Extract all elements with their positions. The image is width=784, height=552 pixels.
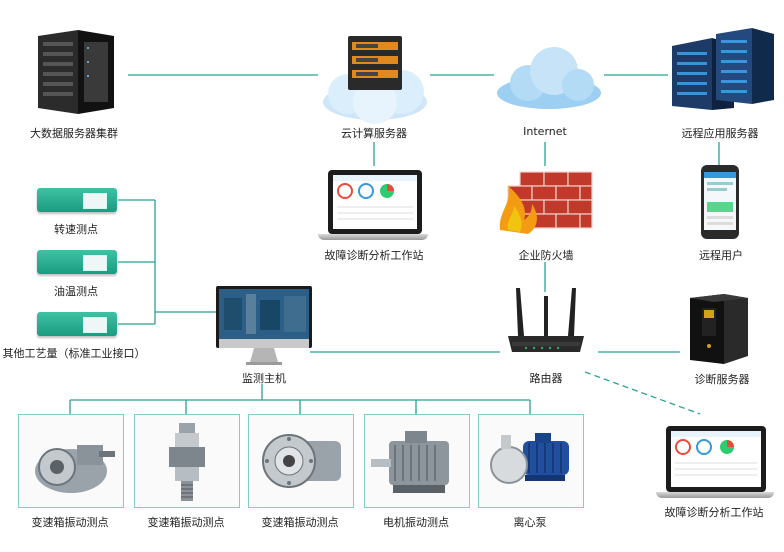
remote-user-label: 远程用户 [699,249,743,262]
pump-photo [478,414,584,508]
bottom-label-4: 电机振动测点 [383,516,449,529]
other-label: 其他工艺量（标准工业接口） [2,347,146,360]
monitor-host-icon [216,286,312,370]
gearbox-photo-1 [18,414,124,508]
bottom-label-1: 变速箱振动测点 [31,516,109,529]
laptop-top-icon [328,170,422,234]
phone-icon [700,164,740,244]
gearbox-photo-3 [248,414,354,508]
router-label: 路由器 [529,372,563,385]
other-sensor-icon [37,312,117,336]
speed-sensor-icon [37,188,117,212]
bigdata-label: 大数据服务器集群 [30,127,118,140]
laptop-bottom-base [656,492,774,498]
cloud-label: 云计算服务器 [341,127,407,140]
diag-server-label: 诊断服务器 [694,373,750,386]
firewall-icon [498,168,594,242]
laptop-bottom-icon [666,426,766,492]
internet-cloud-icon [494,45,604,115]
motor-photo [364,414,470,508]
firewall-label: 企业防火墙 [518,249,574,262]
server-rack-icon [34,28,116,120]
laptop-top-base [318,234,428,240]
bottom-label-5: 离心泵 [513,516,547,529]
bottom-label-3: 变速箱振动测点 [261,516,339,529]
monitor-host-label: 监测主机 [242,372,286,385]
gearbox-photo-2 [134,414,240,508]
diag-server-icon [690,288,750,368]
remote-server-label: 远程应用服务器 [681,127,759,140]
workstation-top-label: 故障诊断分析工作站 [324,249,424,262]
oil-temp-sensor-icon [37,250,117,274]
router-icon [506,288,586,362]
speed-label: 转速测点 [54,223,98,236]
oil-label: 油温测点 [54,285,98,298]
workstation-bottom-label: 故障诊断分析工作站 [664,506,764,519]
bottom-label-2: 变速箱振动测点 [147,516,225,529]
internet-label: Internet [523,125,567,138]
remote-server-icon [672,28,776,118]
cloud-server-icon [320,32,430,128]
